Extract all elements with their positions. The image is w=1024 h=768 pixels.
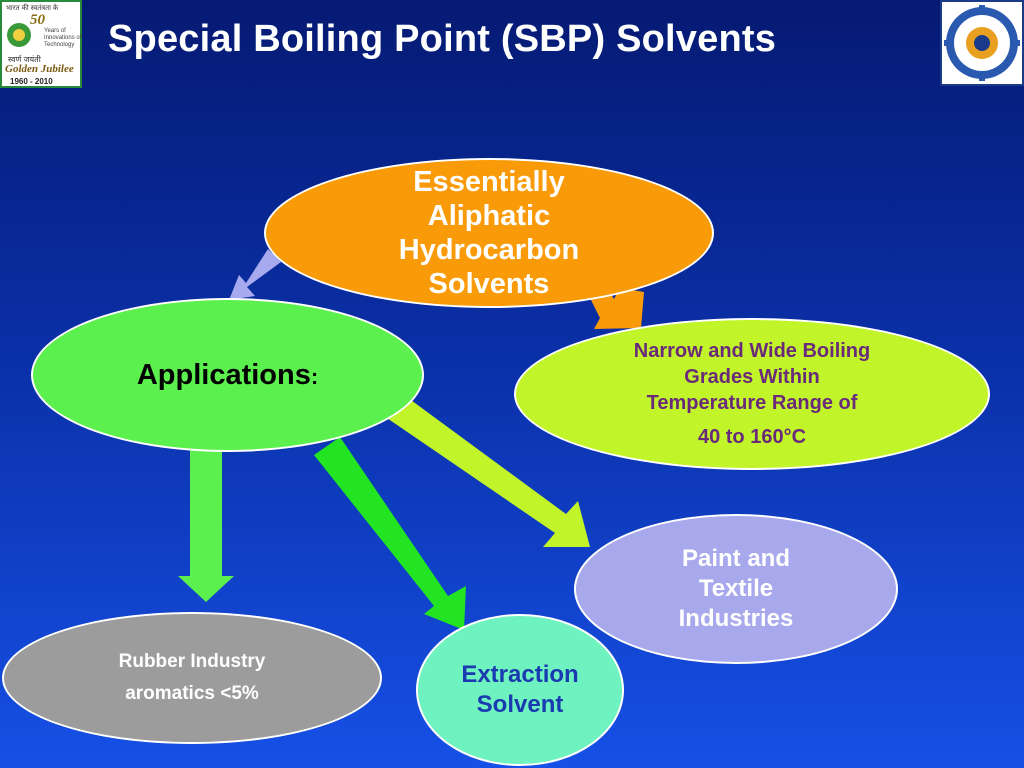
node-rubber-line: aromatics <5% bbox=[125, 683, 259, 704]
applications-label: Applications bbox=[136, 358, 311, 391]
node-top-line: Aliphatic bbox=[427, 200, 551, 232]
arrow-top-to-applications bbox=[229, 249, 281, 300]
node-paint-textile: Paint and Textile Industries bbox=[574, 514, 898, 664]
slide-header: भारत की स्वतंत्रता के 50 Years of Innova… bbox=[0, 0, 1024, 88]
node-rubber-industry: Rubber Industry aromatics <5% bbox=[2, 612, 382, 744]
node-rubber-line: Rubber Industry bbox=[118, 651, 266, 672]
node-boiling-grades: Narrow and Wide Boiling Grades Within Te… bbox=[514, 318, 990, 470]
arrow-applications-to-extraction bbox=[314, 437, 466, 630]
node-top-line: Hydrocarbon bbox=[398, 234, 580, 266]
node-top-line: Solvents bbox=[428, 268, 550, 300]
logo-dates: 1960 - 2010 bbox=[10, 77, 53, 86]
logo-jubilee-text: Golden Jubilee bbox=[5, 63, 74, 75]
node-narrow-line: Temperature Range of bbox=[646, 392, 858, 414]
logo-years: 50 bbox=[30, 12, 45, 28]
arrow-applications-to-rubber bbox=[178, 450, 234, 602]
node-extraction-line: Solvent bbox=[476, 691, 564, 718]
node-narrow-line: Narrow and Wide Boiling bbox=[633, 340, 871, 362]
node-narrow-line: Grades Within bbox=[684, 366, 820, 388]
node-extraction-solvent: Extraction Solvent bbox=[416, 614, 624, 766]
logo-subtitle: Years of Innovations of Technology bbox=[44, 28, 82, 48]
csir-logo bbox=[940, 0, 1024, 86]
node-applications: Applications: bbox=[31, 298, 424, 452]
arrow-applications-to-paint bbox=[378, 392, 590, 547]
node-paint-line: Paint and bbox=[681, 545, 790, 572]
logo-text-line1: भारत की स्वतंत्रता के bbox=[6, 5, 59, 12]
logo-hindi-text: स्वर्ण जयंती bbox=[8, 55, 41, 64]
slide-title: Special Boiling Point (SBP) Solvents bbox=[108, 18, 777, 60]
node-extraction-line: Extraction bbox=[461, 661, 579, 688]
node-narrow-line: 40 to 160°C bbox=[697, 426, 807, 448]
node-top-line: Essentially bbox=[413, 166, 565, 198]
applications-colon: : bbox=[310, 363, 319, 389]
node-paint-line: Industries bbox=[678, 605, 794, 632]
csir-emblem-icon bbox=[944, 5, 1020, 81]
golden-jubilee-logo: भारत की स्वतंत्रता के 50 Years of Innova… bbox=[0, 0, 82, 88]
node-paint-line: Textile bbox=[698, 575, 774, 602]
green-emblem-icon bbox=[7, 23, 31, 47]
node-aliphatic-solvents: Essentially Aliphatic Hydrocarbon Solven… bbox=[264, 158, 714, 308]
